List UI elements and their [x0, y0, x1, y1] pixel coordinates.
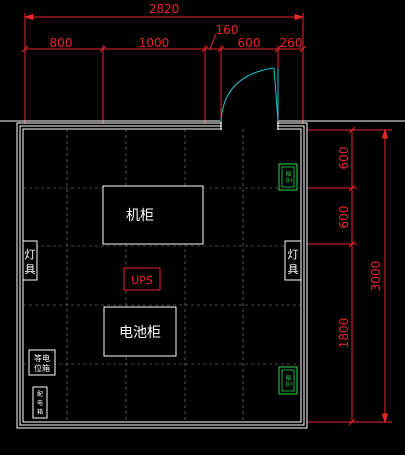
dim-total-width: 2820: [149, 2, 180, 16]
lamp-left: 灯 具: [22, 240, 38, 281]
ac-unit-top-label: 空调: [285, 171, 293, 183]
lamp-left-label-2: 具: [25, 263, 36, 276]
top-dimension-labels: 2820 800 1000 160 600 260: [50, 2, 303, 50]
distribution-box: 配 电 箱: [32, 386, 48, 419]
dist-box-label-1: 配: [37, 391, 43, 398]
dist-box-label-3: 箱: [37, 408, 43, 416]
right-dimensions: [307, 126, 392, 426]
lamp-right-label-2: 具: [288, 263, 299, 276]
ac-unit-bottom: 空调: [278, 366, 298, 395]
dim-1000: 1000: [139, 36, 170, 50]
door-opening: [222, 121, 277, 130]
lamp-left-label-1: 灯: [25, 248, 36, 261]
equip-box-label-2: 位箱: [34, 363, 50, 373]
room-walls: [16, 122, 308, 429]
battery-cabinet-label: 电池柜: [119, 325, 161, 341]
ac-unit-bottom-label: 空调: [285, 375, 293, 387]
ups-label: UPS: [131, 274, 153, 287]
ac-unit-top: 空调: [278, 163, 298, 191]
battery-cabinet: 电池柜: [103, 306, 177, 357]
dist-box-label-2: 电: [37, 399, 43, 407]
top-dimensions: [21, 13, 307, 124]
cabinet-label: 机柜: [126, 208, 154, 224]
equipotential-box: 等电 位箱: [28, 349, 56, 376]
dim-600-top: 600: [238, 36, 261, 50]
dim-160: 160: [216, 23, 239, 37]
dim-800: 800: [50, 36, 73, 50]
dim-1800-right: 1800: [337, 318, 351, 349]
equip-box-label-1: 等电: [34, 353, 50, 363]
dim-600-right-a: 600: [337, 147, 351, 170]
door-swing: [220, 67, 279, 122]
lamp-right-label-1: 灯: [288, 248, 299, 261]
ups-unit: UPS: [123, 267, 161, 291]
dim-3000-right: 3000: [369, 261, 383, 292]
lamp-right: 灯 具: [284, 240, 302, 281]
right-dimension-labels: 600 600 1800 3000: [337, 147, 383, 349]
cabinet: 机柜: [102, 185, 204, 245]
dim-260: 260: [280, 36, 303, 50]
floor-grid: [23, 129, 301, 422]
dim-600-right-b: 600: [337, 206, 351, 229]
